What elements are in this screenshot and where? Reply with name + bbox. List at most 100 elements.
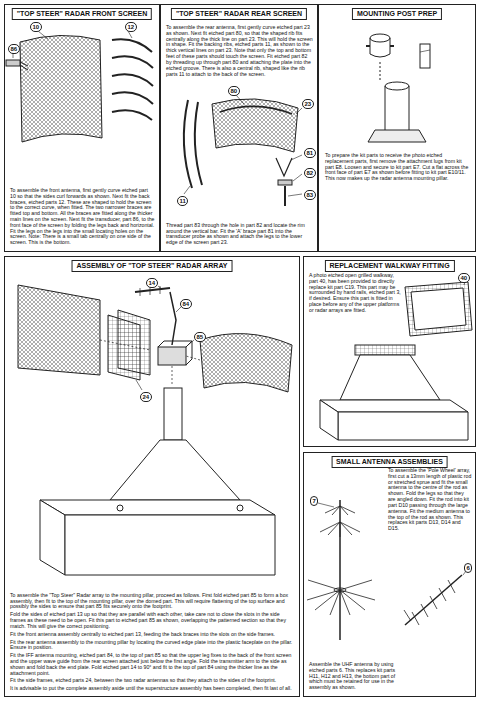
drawing-stroke	[318, 503, 334, 507]
drawing-stroke	[325, 506, 355, 515]
drawing-stroke	[411, 288, 466, 330]
text-column: To prepare the kit parts to receive the …	[325, 153, 470, 184]
drawing-stroke	[380, 62, 381, 80]
text-column: To assemble the 'Pole Wheel' array, firs…	[388, 468, 472, 534]
drawing-stroke	[170, 292, 176, 345]
panel-heading: SMALL ANTENNA ASSEMBLIES	[331, 456, 448, 468]
instruction-text: To assemble the front antenna, first gen…	[10, 188, 155, 246]
drawing-stroke	[420, 50, 430, 52]
drawing-stroke	[158, 347, 186, 365]
drawing-stroke	[112, 110, 152, 120]
drawing-stroke	[65, 515, 275, 575]
instruction-text: Assemble the UHF antenna by using etched…	[309, 662, 403, 691]
drawing-stroke	[164, 388, 182, 440]
drawing-stroke	[339, 500, 341, 640]
drawing-stroke	[20, 35, 102, 142]
callout-number: 23	[302, 99, 314, 109]
panel-heading: "TOP STEER" RADAR REAR SCREEN	[171, 8, 307, 20]
drawing-stroke	[212, 99, 298, 152]
text-column: To assemble the front antenna, first gen…	[10, 188, 155, 248]
instruction-text: A photo etched open grilled walkway, par…	[309, 273, 401, 314]
drawing-stroke	[220, 106, 292, 114]
drawing-stroke	[368, 130, 426, 142]
callout-number: 7	[310, 496, 318, 506]
drawing-stroke	[284, 186, 286, 206]
text-column: Assemble the UHF antenna by using etched…	[309, 662, 403, 693]
drawing-stroke	[320, 400, 338, 440]
drawing-stroke	[405, 575, 462, 625]
callout-number: 86	[8, 44, 20, 54]
drawing-stroke	[385, 82, 409, 90]
instruction-text: To assemble the rear antenna, first gent…	[166, 25, 313, 77]
drawing-stroke	[117, 505, 123, 511]
drawing-stroke	[200, 334, 292, 392]
drawing-stroke	[420, 44, 430, 68]
panel-heading: REPLACEMENT WALKWAY FITTING	[324, 260, 454, 272]
callout-number: 82	[304, 168, 316, 178]
instruction-text: It is advisable to put the complete asse…	[10, 686, 295, 692]
text-column: To assemble the rear antenna, first gent…	[166, 25, 313, 79]
drawing-stroke	[278, 180, 292, 185]
drawing-stroke	[355, 345, 415, 355]
drawing-stroke	[136, 286, 194, 390]
instruction-text: Fold the sides of etched part 13 up so t…	[10, 612, 295, 629]
instruction-panel: ASSEMBLY OF "TOP STEER" RADAR ARRAY To as…	[4, 256, 300, 697]
drawing-stroke	[370, 34, 390, 42]
drawing-stroke	[158, 341, 192, 365]
callout-number: 14	[146, 278, 158, 288]
callout-number: 10	[30, 22, 42, 32]
drawing-stroke	[276, 158, 292, 176]
drawing-stroke	[184, 95, 302, 196]
instruction-text: To assemble the 'Pole Wheel' array, firs…	[388, 468, 472, 532]
drawing-stroke	[100, 340, 200, 386]
instruction-text: Thread part 83 through the hole in part …	[166, 223, 313, 246]
drawing-stroke	[20, 62, 28, 70]
callout-number: 81	[304, 148, 316, 158]
callout-number: 12	[125, 22, 137, 32]
drawing-stroke	[320, 522, 360, 537]
callout-number: 80	[228, 86, 240, 96]
drawing-stroke	[112, 39, 152, 52]
drawing-stroke	[110, 440, 240, 500]
panel-heading: ASSEMBLY OF "TOP STEER" RADAR ARRAY	[72, 260, 233, 272]
callout-number: 83	[304, 190, 316, 200]
instruction-panel: SMALL ANTENNA ASSEMBLIESTo assemble the …	[303, 452, 476, 697]
panel-heading: "TOP STEER" RADAR FRONT SCREEN	[12, 8, 152, 20]
drawing-stroke	[184, 100, 192, 188]
drawing-stroke	[13, 31, 132, 58]
callout-number: 6	[464, 563, 472, 573]
instruction-text: Fit the rear antenna assembly to the mou…	[10, 640, 295, 652]
drawing-stroke	[112, 74, 153, 86]
drawing-stroke	[6, 60, 20, 66]
instruction-panel: MOUNTING POST PREP To prepare the kit par…	[318, 4, 476, 252]
callout-number: 24	[140, 392, 152, 402]
drawing-stroke	[237, 505, 243, 511]
instruction-text: Fit the IFF antenna mounting, etched par…	[10, 653, 295, 676]
drawing-stroke	[307, 580, 375, 615]
instruction-text: Fit the side frames, etched parts 24, be…	[10, 678, 295, 684]
drawing-stroke	[195, 102, 202, 185]
drawing-stroke	[40, 500, 65, 575]
callout-number: 84	[180, 299, 192, 309]
drawing-stroke	[118, 310, 150, 375]
instruction-text: To prepare the kit parts to receive the …	[325, 153, 470, 182]
drawing-stroke	[366, 45, 394, 47]
callout-number: 85	[194, 332, 206, 342]
drawing-stroke	[404, 580, 455, 625]
panel-heading: MOUNTING POST PREP	[352, 8, 442, 20]
drawing-stroke	[18, 285, 100, 375]
text-column: To assemble the "Top Steer" Radar array …	[10, 593, 295, 694]
instruction-panel: "TOP STEER" RADAR REAR SCREEN To assemble…	[160, 4, 318, 252]
text-column: A photo etched open grilled walkway, par…	[309, 273, 401, 316]
callout-number: 11	[177, 196, 188, 206]
text-column: Thread part 83 through the hole in part …	[166, 223, 313, 248]
instruction-panel: "TOP STEER" RADAR FRONT SCREEN To assembl…	[4, 4, 160, 252]
drawing-stroke	[385, 86, 409, 130]
instruction-text: Fit the front antenna assembly centrally…	[10, 632, 295, 638]
callout-number: 40	[458, 273, 470, 283]
drawing-stroke	[338, 412, 468, 440]
instruction-panel: REPLACEMENT WALKWAY FITTINGA photo etche…	[303, 256, 476, 447]
drawing-stroke	[112, 56, 153, 68]
drawing-stroke	[320, 400, 468, 412]
drawing-stroke	[6, 31, 472, 640]
